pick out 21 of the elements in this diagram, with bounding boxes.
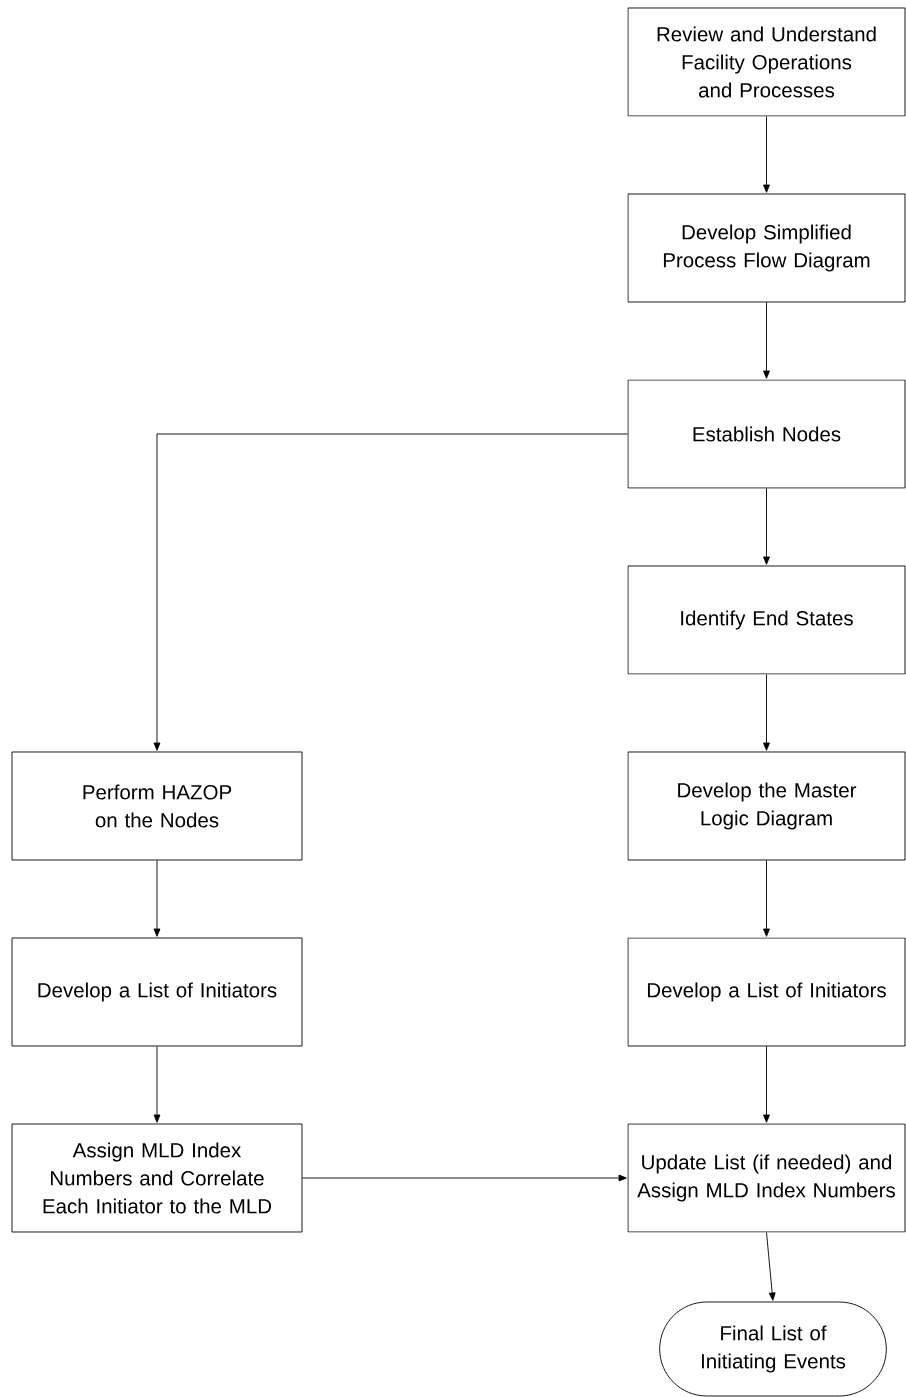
arrow xyxy=(153,433,628,751)
process-box: Develop a List of Initiators xyxy=(627,937,906,1047)
arrow xyxy=(153,1046,161,1123)
arrow xyxy=(763,302,770,379)
arrow xyxy=(766,1232,776,1301)
arrow xyxy=(153,860,161,937)
arrow xyxy=(763,116,770,193)
arrow xyxy=(763,1046,770,1123)
process-box: Identify End States xyxy=(627,565,906,675)
process-box: Develop a List of Initiators xyxy=(11,937,303,1047)
process-box: Develop Simplified Process Flow Diagram xyxy=(627,193,906,303)
process-box: Review and Understand Facility Operations and Processes xyxy=(627,7,906,117)
process-box: Assign MLD Index Numbers and Correlate Each Initiator to the MLD xyxy=(11,1123,303,1233)
process-box: Update List (if needed) and Assign MLD Index Numbers xyxy=(627,1123,906,1233)
process-box: Develop the Master Logic Diagram xyxy=(627,751,906,861)
process-box: Perform HAZOP on the Nodes xyxy=(11,751,303,861)
arrow xyxy=(763,488,770,565)
arrow xyxy=(302,1174,627,1182)
arrow xyxy=(763,860,770,937)
process-box: Establish Nodes xyxy=(627,379,906,489)
arrow xyxy=(763,674,770,751)
